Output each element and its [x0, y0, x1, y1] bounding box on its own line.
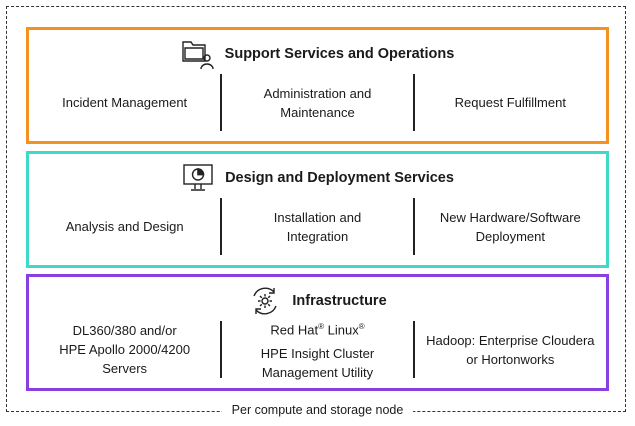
panel-title: Support Services and Operations — [224, 46, 455, 62]
monitor-pie-chart-icon — [181, 161, 215, 195]
panel-title: Infrastructure — [292, 293, 387, 309]
column-divider — [220, 321, 222, 378]
red-hat-linux-label: Red Hat® Linux® — [270, 322, 365, 338]
column-divider — [413, 74, 415, 131]
column-divider — [413, 198, 415, 255]
column-installation: Installation and Integration — [273, 209, 362, 244]
column-servers: DL360/380 and/or HPE Apollo 2000/4200 Se… — [59, 323, 191, 376]
column-hadoop: Hadoop: Enterprise Cloudera or Hortonwor… — [426, 332, 595, 367]
footer-label: Per compute and storage node — [0, 401, 635, 419]
panel-title: Design and Deployment Services — [225, 170, 454, 186]
panel-design-deployment: Design and Deployment Services Analysis … — [26, 151, 609, 268]
column-request-fulfillment: Request Fulfillment — [454, 95, 566, 110]
column-new-deployment: New Hardware/Software Deployment — [439, 209, 581, 244]
column-incident-management: Incident Management — [62, 95, 188, 110]
panel-header: Design and Deployment Services — [29, 158, 606, 198]
column-administration: Administration and Maintenance — [263, 85, 372, 120]
panel-header: Support Services and Operations — [29, 34, 606, 74]
panel-header: Infrastructure — [29, 281, 606, 321]
gear-cycle-icon — [248, 284, 282, 318]
column-divider — [220, 74, 222, 131]
column-divider — [413, 321, 415, 378]
column-divider — [220, 198, 222, 255]
folder-user-icon — [181, 37, 215, 71]
column-os-management: Red Hat® Linux® HPE Insight Cluster Mana… — [222, 317, 413, 382]
column-analysis-design: Analysis and Design — [65, 219, 184, 234]
panel-infrastructure: Infrastructure DL360/380 and/or HPE Apol… — [26, 274, 609, 391]
panel-support-services: Support Services and Operations Incident… — [26, 27, 609, 144]
